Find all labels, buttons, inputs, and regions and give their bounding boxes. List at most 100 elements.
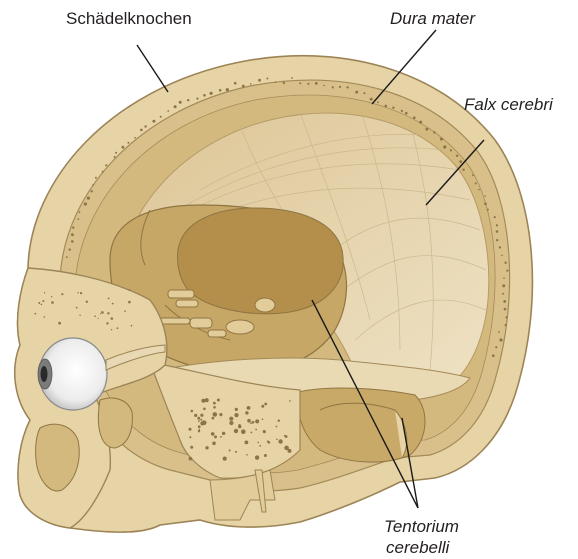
diploe-dot [152, 120, 155, 123]
diploe-dot [199, 429, 201, 431]
diploe-dot [95, 177, 97, 179]
diploe-dot [291, 77, 293, 79]
diploe-dot [80, 292, 82, 294]
diploe-dot [144, 125, 146, 127]
diploe-dot [44, 316, 46, 318]
diploe-dot [238, 425, 241, 428]
diploe-dot [44, 292, 45, 293]
diploe-dot [174, 105, 177, 108]
diploe-dot [263, 430, 266, 433]
diploe-dot [266, 78, 268, 80]
diploe-dot [370, 98, 373, 101]
diploe-dot [84, 202, 87, 205]
diploe-dot [242, 85, 245, 88]
leader-skull [137, 45, 168, 92]
diploe-dot [363, 92, 365, 94]
diploe-dot [115, 152, 117, 154]
diploe-dot [245, 411, 248, 414]
diploe-dot [426, 128, 429, 131]
diploe-dot [127, 142, 129, 144]
diploe-dot [278, 439, 282, 443]
diploe-dot [478, 189, 480, 191]
diploe-dot [69, 248, 71, 250]
diploe-dot [355, 91, 358, 94]
diploe-dot [160, 116, 162, 118]
diploe-dot [245, 441, 249, 445]
diploe-dot [264, 403, 267, 406]
diploe-dot [128, 301, 131, 304]
diploe-dot [71, 233, 74, 236]
diploe-dot [433, 131, 435, 133]
diploe-dot [129, 289, 131, 291]
diploe-dot [212, 417, 215, 420]
diploe-dot [222, 432, 225, 435]
diploe-dot [234, 429, 238, 433]
diploe-dot [79, 315, 80, 316]
diploe-dot [255, 455, 259, 459]
label-skull: Schädelknochen [66, 9, 192, 28]
diploe-dot [87, 197, 90, 200]
diploe-dot [111, 317, 114, 320]
diploe-dot [499, 338, 502, 341]
diploe-dot [72, 226, 74, 228]
label-falx-cerebri: Falx cerebri [464, 95, 554, 114]
diploe-dot [202, 420, 207, 425]
diploe-dot [250, 422, 252, 424]
diploe-dot [289, 400, 291, 402]
diploe-dot [134, 137, 136, 139]
diploe-dot [234, 82, 237, 85]
diploe-dot [102, 171, 104, 173]
diploe-dot [251, 432, 253, 434]
diploe-dot [283, 82, 285, 84]
diploe-dot [167, 110, 169, 112]
diploe-dot [234, 413, 238, 417]
diploe-dot [211, 432, 215, 436]
diploe-dot [108, 298, 110, 300]
eyeball [38, 338, 107, 410]
diploe-dot [247, 419, 251, 423]
diploe-dot [392, 107, 394, 109]
diploe-dot [252, 421, 255, 424]
diploe-dot [284, 446, 289, 451]
diploe-dot [229, 450, 231, 452]
pupil [41, 366, 48, 382]
diploe-dot [42, 300, 44, 302]
diploe-dot [506, 270, 508, 272]
diploe-dot [213, 412, 218, 417]
diploe-dot [229, 417, 233, 421]
label-dura-mater: Dura mater [390, 9, 476, 28]
diploe-dot [377, 101, 379, 103]
diploe-dot [200, 414, 203, 417]
diploe-dot [71, 240, 74, 243]
diploe-dot [140, 129, 143, 132]
diploe-dot [203, 94, 206, 97]
diploe-dot [189, 436, 191, 438]
diploe-dot [131, 325, 133, 327]
diploe-dot [235, 408, 238, 411]
diploe-dot [203, 408, 206, 411]
diploe-dot [462, 169, 464, 171]
diploe-dot [475, 182, 477, 184]
diploe-dot [201, 399, 205, 403]
diploe-dot [219, 89, 222, 92]
diploe-dot [494, 216, 496, 218]
diploe-dot [105, 164, 107, 166]
diploe-dot [275, 81, 277, 83]
diploe-dot [405, 112, 408, 115]
diploe-dot [41, 304, 43, 306]
diploe-dot [189, 428, 192, 431]
diploe-dot [86, 301, 88, 303]
diploe-dot [413, 116, 416, 119]
diploe-dot [502, 293, 504, 295]
diploe-dot [276, 439, 278, 441]
diploe-dot [339, 86, 341, 88]
diploe-dot [440, 138, 443, 141]
diploe-dot [502, 284, 505, 287]
diploe-dot [76, 307, 78, 309]
diploe-dot [51, 296, 52, 297]
diploe-dot [246, 454, 248, 456]
diploe-dot [505, 324, 507, 326]
diploe-dot [276, 426, 278, 428]
diploe-dot [496, 230, 499, 233]
